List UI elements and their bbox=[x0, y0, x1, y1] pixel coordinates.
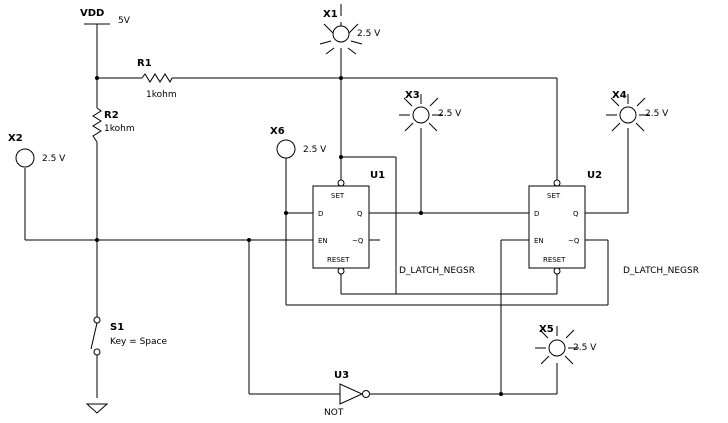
not-gate-u3-triangle bbox=[339, 383, 364, 405]
wires bbox=[24, 24, 629, 398]
latch-u2-type: D_LATCH_NEGSR bbox=[623, 266, 699, 276]
latch-u2-reset-bubble bbox=[553, 267, 561, 275]
latch-u1-body bbox=[312, 185, 370, 269]
junction-dot bbox=[339, 155, 343, 159]
probe-x1-value: 2.5 V bbox=[357, 29, 381, 39]
resistor-r2-zigzag bbox=[92, 107, 102, 143]
resistor-r2: R2 1kohm bbox=[92, 107, 135, 143]
switch-s1-ref: S1 bbox=[110, 322, 124, 333]
probe-x2: X2 2.5 V bbox=[8, 133, 66, 168]
switch-s1-top-contact bbox=[93, 316, 101, 324]
latch-u1-set-bubble bbox=[337, 179, 345, 187]
probe-x3-rays bbox=[399, 94, 443, 132]
junction-dot bbox=[499, 392, 503, 396]
not-gate-u3-bubble bbox=[362, 390, 370, 398]
probe-x1: X1 2.5 V bbox=[319, 4, 381, 55]
probe-x4-value: 2.5 V bbox=[645, 109, 669, 119]
latch-u2: SET RESET D EN Q ~Q U2 D_LATCH_NEGSR bbox=[528, 170, 699, 276]
latch-u2-pin-reset: RESET bbox=[543, 256, 566, 264]
probe-x1-bulb bbox=[332, 25, 350, 43]
latch-u1-pin-q: Q bbox=[357, 210, 363, 218]
probe-x2-bulb bbox=[15, 148, 35, 168]
latch-u2-pin-en: EN bbox=[534, 237, 544, 245]
probe-x6-value: 2.5 V bbox=[303, 145, 327, 155]
switch-s1-bottom-contact bbox=[93, 348, 101, 356]
vdd-supply: VDD 5V bbox=[80, 8, 131, 26]
vdd-value: 5V bbox=[118, 16, 131, 26]
switch-s1[interactable]: S1 Key = Space bbox=[90, 316, 167, 356]
latch-u1-pin-set: SET bbox=[331, 192, 345, 200]
probe-x6-bulb bbox=[276, 139, 296, 159]
latch-u1-pin-d: D bbox=[318, 210, 323, 218]
latch-u1-reset-bubble bbox=[337, 267, 345, 275]
latch-u2-pin-set: SET bbox=[547, 192, 561, 200]
not-gate-u3: U3 NOT bbox=[324, 370, 370, 418]
junction-dot bbox=[95, 76, 99, 80]
probe-x3: X3 2.5 V bbox=[399, 90, 462, 132]
probe-x5-bulb bbox=[548, 339, 566, 357]
switch-s1-key: Key = Space bbox=[110, 337, 167, 347]
ground-triangle bbox=[85, 403, 109, 414]
probe-x5-value: 2.5 V bbox=[573, 343, 597, 353]
latch-u1-ref: U1 bbox=[370, 170, 385, 181]
resistor-r2-ref: R2 bbox=[104, 110, 119, 121]
latch-u1-type: D_LATCH_NEGSR bbox=[399, 266, 475, 276]
latch-u1-pin-reset: RESET bbox=[327, 256, 350, 264]
junction-dot bbox=[284, 211, 288, 215]
probe-x3-ref: X3 bbox=[405, 90, 420, 101]
vdd-name: VDD bbox=[80, 8, 104, 19]
junction-dot bbox=[247, 238, 251, 242]
ground-symbol bbox=[85, 403, 109, 414]
latch-u1: SET RESET D EN Q ~Q U1 D_LATCH_NEGSR bbox=[312, 170, 475, 276]
latch-u1-pin-en: EN bbox=[318, 237, 328, 245]
probe-x4-rays bbox=[606, 94, 650, 132]
latch-u2-body bbox=[528, 185, 586, 269]
switch-s1-lever bbox=[90, 322, 98, 350]
resistor-r1-value: 1kohm bbox=[146, 90, 177, 100]
junction-dot bbox=[339, 76, 343, 80]
resistor-r2-value: 1kohm bbox=[104, 124, 135, 134]
probe-x3-bulb bbox=[412, 106, 430, 124]
probe-x5-rays bbox=[535, 326, 579, 365]
probe-x5: X5 2.5 V bbox=[535, 324, 597, 365]
not-gate-u3-ref: U3 bbox=[334, 370, 349, 381]
probe-x4: X4 2.5 V bbox=[606, 90, 669, 132]
latch-u2-ref: U2 bbox=[587, 170, 602, 181]
resistor-r1: R1 1kohm bbox=[137, 58, 177, 100]
probe-x2-value: 2.5 V bbox=[42, 154, 66, 164]
resistor-r1-ref: R1 bbox=[137, 58, 152, 69]
probe-x4-bulb bbox=[619, 106, 637, 124]
junctions bbox=[95, 76, 503, 396]
latch-u1-pin-qn: ~Q bbox=[352, 237, 364, 245]
junction-dot bbox=[419, 211, 423, 215]
latch-u2-pin-d: D bbox=[534, 210, 539, 218]
latch-u2-set-bubble bbox=[553, 179, 561, 187]
probe-x6-ref: X6 bbox=[270, 126, 285, 137]
probe-x3-value: 2.5 V bbox=[438, 109, 462, 119]
probe-x6: X6 2.5 V bbox=[270, 126, 327, 159]
probe-x1-ref: X1 bbox=[323, 9, 338, 20]
latch-u2-pin-qn: ~Q bbox=[568, 237, 580, 245]
not-gate-u3-type: NOT bbox=[324, 408, 344, 418]
latch-u2-pin-q: Q bbox=[573, 210, 579, 218]
probe-x5-ref: X5 bbox=[539, 324, 554, 335]
probe-x2-ref: X2 bbox=[8, 133, 23, 144]
probe-x4-ref: X4 bbox=[612, 90, 627, 101]
junction-dot bbox=[95, 238, 99, 242]
resistor-r1-zigzag bbox=[141, 73, 173, 84]
